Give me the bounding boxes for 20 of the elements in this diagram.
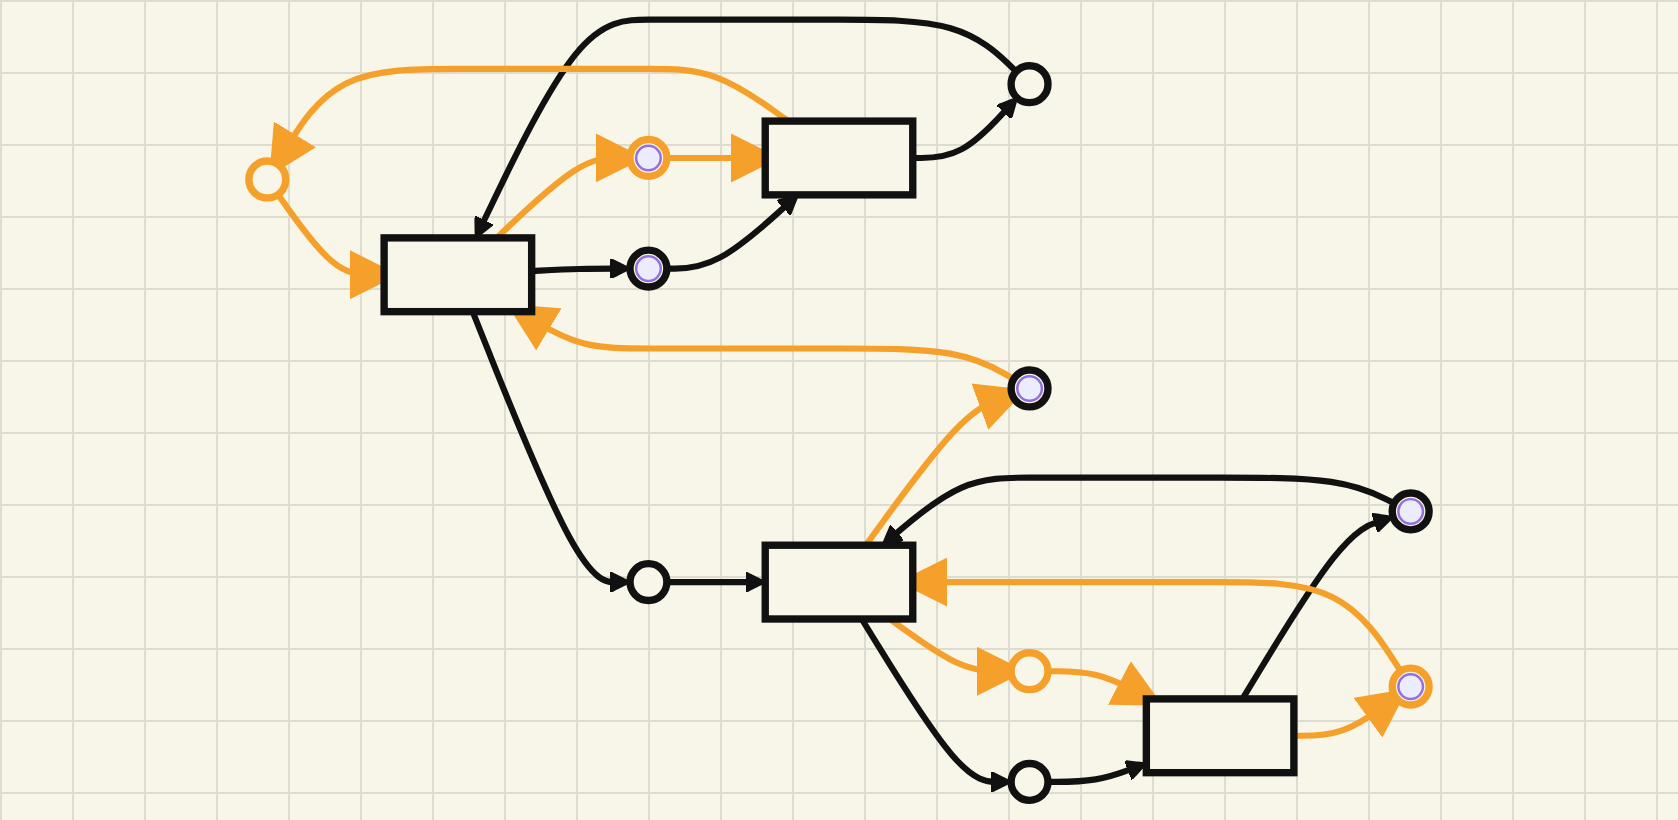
node-box bbox=[380, 234, 536, 316]
node-circle bbox=[1007, 759, 1052, 805]
node-box bbox=[761, 541, 917, 623]
arrow bbox=[666, 193, 799, 272]
node-circle bbox=[626, 559, 671, 605]
arrow bbox=[474, 16, 1019, 239]
arrow bbox=[531, 257, 631, 280]
node-box bbox=[1142, 695, 1298, 777]
node-circle bbox=[1007, 366, 1052, 411]
node-circle bbox=[626, 246, 671, 291]
node-circle bbox=[1007, 649, 1052, 694]
node-circle bbox=[626, 135, 671, 181]
node-circle bbox=[245, 157, 290, 202]
arrow bbox=[469, 310, 631, 593]
node-circle bbox=[1388, 664, 1433, 709]
node-box bbox=[761, 117, 917, 199]
node-circle bbox=[1007, 62, 1052, 107]
arrow bbox=[912, 96, 1019, 162]
arrow bbox=[881, 474, 1396, 547]
node-circle bbox=[1388, 489, 1433, 534]
